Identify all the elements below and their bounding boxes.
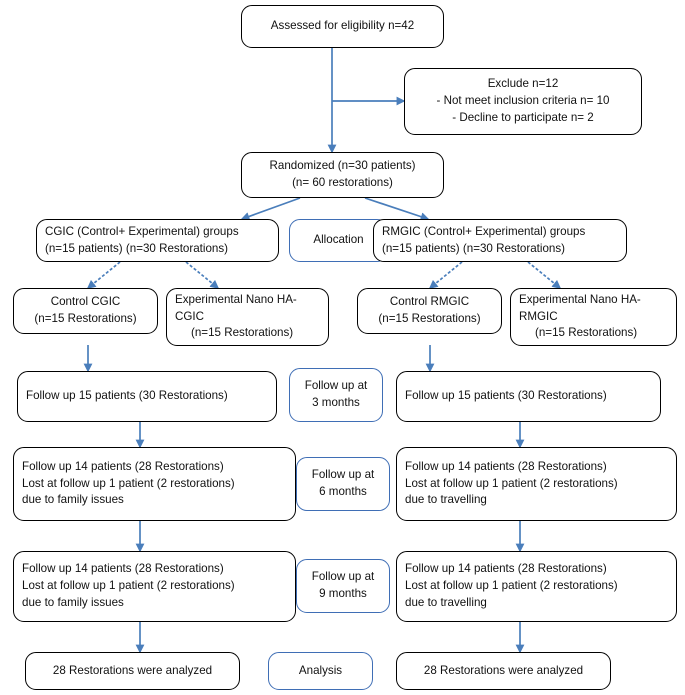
followup-6m-label-line-1: Follow up at bbox=[311, 468, 375, 482]
box-arm-experimental-nano-ha-cgic: Experimental Nano HA- CGIC (n=15 Restora… bbox=[166, 288, 329, 346]
followup-9m-left-line-3: due to family issues bbox=[22, 595, 124, 609]
followup-3m-left-line-1: Follow up 15 patients (30 Restorations) bbox=[26, 389, 228, 403]
analysis-left-line-1: 28 Restorations were analyzed bbox=[52, 663, 213, 677]
arm-exp-rmgic-line-1: Experimental Nano HA- bbox=[519, 292, 641, 306]
box-analysis-right: 28 Restorations were analyzed bbox=[396, 652, 611, 690]
arm-control-cgic-line-2: (n=15 Restorations) bbox=[34, 312, 137, 325]
excluded-line-2: - Not meet inclusion criteria n= 10 bbox=[436, 94, 610, 108]
arrow-randomized-to-cgic bbox=[240, 197, 301, 221]
box-rmgic-group: RMGIC (Control+ Experimental) groups (n=… bbox=[373, 219, 627, 262]
analysis-right-line-1: 28 Restorations were analyzed bbox=[423, 663, 584, 677]
followup-9m-right-line-3: due to travelling bbox=[405, 595, 487, 609]
box-analysis-left: 28 Restorations were analyzed bbox=[25, 652, 240, 690]
followup-3m-label-line-1: Follow up at bbox=[304, 379, 368, 393]
box-followup-3m-left: Follow up 15 patients (30 Restorations) bbox=[17, 371, 277, 422]
box-randomized: Randomized (n=30 patients) (n= 60 restor… bbox=[241, 152, 444, 198]
arm-control-rmgic-line-1: Control RMGIC bbox=[389, 295, 470, 309]
followup-9m-left-line-2: Lost at follow up 1 patient (2 restorati… bbox=[22, 579, 235, 593]
excluded-line-1: Exclude n=12 bbox=[487, 77, 559, 91]
box-followup-6m-left: Follow up 14 patients (28 Restorations) … bbox=[13, 447, 296, 521]
analysis-label-text: Analysis bbox=[298, 663, 343, 677]
arm-control-rmgic-line-2: (n=15 Restorations) bbox=[378, 312, 481, 325]
followup-3m-right-line-1: Follow up 15 patients (30 Restorations) bbox=[405, 389, 607, 403]
arrow-rmgic-to-experimental bbox=[527, 261, 562, 289]
followup-6m-right-line-1: Follow up 14 patients (28 Restorations) bbox=[405, 459, 607, 473]
label-analysis: Analysis bbox=[268, 652, 373, 690]
box-arm-experimental-nano-ha-rmgic: Experimental Nano HA- RMGIC (n=15 Restor… bbox=[510, 288, 677, 346]
followup-6m-left-line-1: Follow up 14 patients (28 Restorations) bbox=[22, 459, 224, 473]
arrow-rmgic-to-control bbox=[428, 261, 463, 289]
box-excluded: Exclude n=12 - Not meet inclusion criter… bbox=[404, 68, 642, 135]
box-arm-control-rmgic: Control RMGIC (n=15 Restorations) bbox=[357, 288, 502, 334]
followup-6m-label-line-2: 6 months bbox=[319, 485, 367, 498]
rmgic-group-line-2: (n=15 patients) (n=30 Restorations) bbox=[382, 241, 566, 255]
arm-exp-rmgic-line-3: (n=15 Restorations) bbox=[535, 326, 638, 340]
randomized-line-1: Randomized (n=30 patients) bbox=[269, 159, 416, 173]
box-followup-9m-left: Follow up 14 patients (28 Restorations) … bbox=[13, 551, 296, 622]
rmgic-group-line-1: RMGIC (Control+ Experimental) groups bbox=[382, 224, 586, 238]
assessed-line-1: Assessed for eligibility n=42 bbox=[270, 19, 415, 33]
cgic-group-line-1: CGIC (Control+ Experimental) groups bbox=[45, 224, 239, 238]
arrow-cgic-to-control bbox=[86, 261, 121, 289]
label-followup-6-months: Follow up at 6 months bbox=[296, 457, 390, 511]
arm-exp-cgic-line-1: Experimental Nano HA- bbox=[175, 292, 297, 306]
followup-6m-left-line-3: due to family issues bbox=[22, 493, 124, 507]
randomized-line-2: (n= 60 restorations) bbox=[292, 176, 393, 189]
excluded-line-3: - Decline to participate n= 2 bbox=[452, 110, 594, 124]
arm-exp-cgic-line-3: (n=15 Restorations) bbox=[191, 326, 294, 340]
box-followup-6m-right: Follow up 14 patients (28 Restorations) … bbox=[396, 447, 677, 521]
label-followup-3-months: Follow up at 3 months bbox=[289, 368, 383, 422]
followup-6m-left-line-2: Lost at follow up 1 patient (2 restorati… bbox=[22, 476, 235, 490]
box-arm-control-cgic: Control CGIC (n=15 Restorations) bbox=[13, 288, 158, 334]
followup-9m-right-line-1: Follow up 14 patients (28 Restorations) bbox=[405, 562, 607, 576]
followup-9m-left-line-1: Follow up 14 patients (28 Restorations) bbox=[22, 562, 224, 576]
arrow-randomized-to-rmgic bbox=[364, 197, 430, 221]
arrow-cgic-to-experimental bbox=[185, 261, 220, 289]
box-followup-9m-right: Follow up 14 patients (28 Restorations) … bbox=[396, 551, 677, 622]
followup-9m-label-line-1: Follow up at bbox=[311, 570, 375, 584]
followup-9m-label-line-2: 9 months bbox=[319, 587, 367, 600]
arm-control-cgic-line-1: Control CGIC bbox=[50, 295, 121, 309]
followup-6m-right-line-3: due to travelling bbox=[405, 493, 487, 507]
cgic-group-line-2: (n=15 patients) (n=30 Restorations) bbox=[45, 241, 229, 255]
followup-3m-label-line-2: 3 months bbox=[312, 396, 360, 409]
arm-exp-cgic-line-2: CGIC bbox=[175, 309, 204, 323]
label-followup-9-months: Follow up at 9 months bbox=[296, 559, 390, 613]
arm-exp-rmgic-line-2: RMGIC bbox=[519, 309, 558, 323]
allocation-label-text: Allocation bbox=[313, 233, 364, 247]
label-allocation: Allocation bbox=[289, 219, 388, 262]
followup-9m-right-line-2: Lost at follow up 1 patient (2 restorati… bbox=[405, 579, 618, 593]
followup-6m-right-line-2: Lost at follow up 1 patient (2 restorati… bbox=[405, 476, 618, 490]
box-assessed-for-eligibility: Assessed for eligibility n=42 bbox=[241, 5, 444, 48]
box-followup-3m-right: Follow up 15 patients (30 Restorations) bbox=[396, 371, 661, 422]
box-cgic-group: CGIC (Control+ Experimental) groups (n=1… bbox=[36, 219, 279, 262]
